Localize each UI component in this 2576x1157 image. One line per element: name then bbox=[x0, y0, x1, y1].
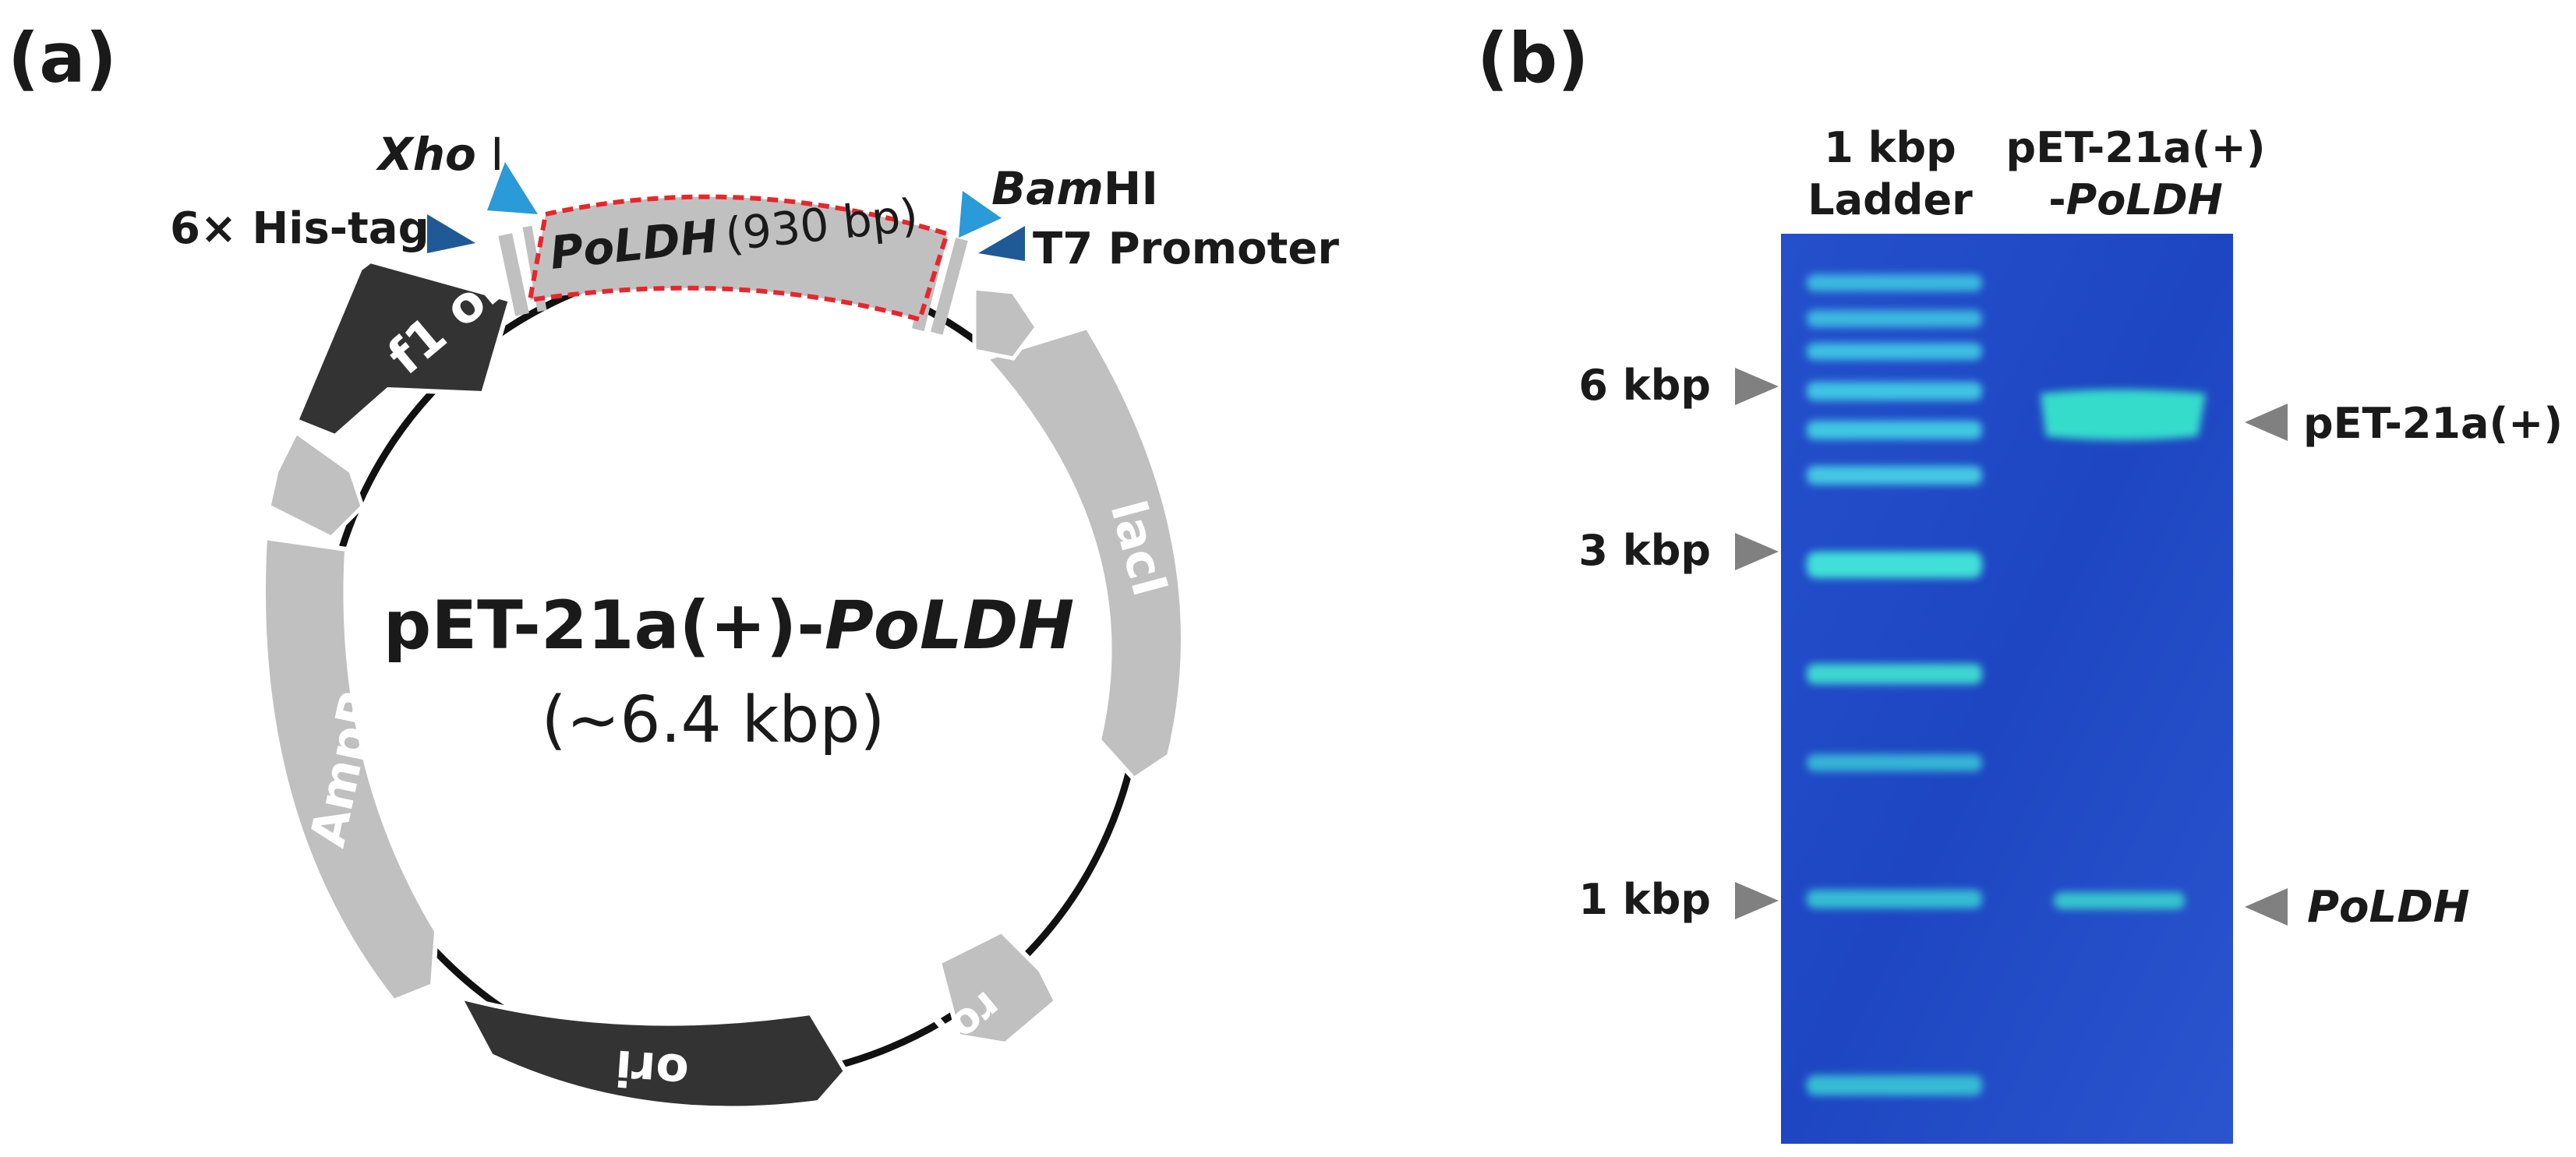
panel-b-label: (b) bbox=[1477, 18, 1588, 98]
vector-band-label: pET-21a(+) bbox=[2303, 399, 2563, 448]
ladder-band bbox=[1807, 421, 1982, 439]
lane1-header-line1: 1 kbp bbox=[1824, 123, 1956, 172]
lane2-header-prefix: - bbox=[2048, 175, 2065, 224]
plasmid-name-prefix: pET-21a(+)- bbox=[383, 587, 825, 665]
vector-band-arrow bbox=[2245, 404, 2288, 441]
ladder-band bbox=[1807, 343, 1982, 360]
marker-6kbp-label: 6 kbp bbox=[1578, 361, 1711, 410]
laci-feature: lacI bbox=[981, 324, 1186, 782]
his-tag-bar bbox=[498, 233, 529, 316]
lane2-header-line2: -PoLDH bbox=[2048, 175, 2223, 224]
t7-region-arrow-feature bbox=[972, 286, 1040, 361]
marker-1kbp-label: 1 kbp bbox=[1578, 875, 1711, 924]
his-tag-label: 6× His-tag bbox=[170, 203, 429, 254]
rop-feature: rop bbox=[918, 928, 1059, 1071]
plasmid-size: (~6.4 kbp) bbox=[542, 683, 885, 757]
ori-feature: ori bbox=[455, 993, 849, 1111]
poldh-insert: PoLDH(930 bp) bbox=[527, 189, 950, 323]
bamhi-bar-2 bbox=[930, 238, 968, 335]
lane1-header-line2: Ladder bbox=[1807, 175, 1973, 224]
ladder-band bbox=[1807, 890, 1982, 908]
lane2-header-italic: PoLDH bbox=[2066, 175, 2223, 224]
bamhi-label-italic: Bam bbox=[991, 162, 1104, 215]
panel-a-label: (a) bbox=[8, 18, 117, 98]
ladder-band bbox=[1807, 754, 1982, 771]
plasmid-name-insert: PoLDH bbox=[825, 587, 1074, 665]
ladder-band bbox=[1807, 664, 1982, 684]
xhoi-label-rest: I bbox=[476, 128, 504, 181]
gel-image bbox=[1781, 234, 2233, 1144]
insert-band-arrow bbox=[2245, 888, 2288, 926]
insert-band bbox=[2054, 892, 2185, 909]
marker-3kbp-arrow bbox=[1735, 533, 1779, 570]
t7-promoter-site-marker bbox=[978, 226, 1025, 261]
bamhi-site-marker bbox=[959, 191, 1002, 238]
ori-label: ori bbox=[613, 1039, 691, 1100]
insert-band-label: PoLDH bbox=[2307, 882, 2470, 933]
xhoi-label: Xho I bbox=[376, 128, 504, 181]
marker-3kbp-label: 3 kbp bbox=[1578, 526, 1711, 575]
plasmid-name: pET-21a(+)-PoLDH bbox=[383, 587, 1074, 665]
ladder-band bbox=[1807, 1075, 1982, 1095]
marker-6kbp-arrow bbox=[1735, 368, 1779, 405]
xhoi-label-italic: Xho bbox=[376, 128, 476, 181]
marker-1kbp-arrow bbox=[1735, 882, 1779, 919]
ladder-band bbox=[1807, 466, 1982, 485]
ladder-lane bbox=[1807, 274, 1982, 1095]
sample-lane bbox=[2041, 390, 2206, 909]
lane2-header-line1: pET-21a(+) bbox=[2005, 123, 2265, 172]
bamhi-label: BamHI bbox=[991, 162, 1158, 215]
vector-band bbox=[2041, 390, 2206, 440]
ladder-band bbox=[1807, 382, 1982, 400]
f1-ori-feature: f1 ori bbox=[293, 246, 529, 439]
t7-promoter-label: T7 Promoter bbox=[1033, 224, 1339, 274]
his-tag-site-marker bbox=[427, 214, 475, 253]
panel-b: (b) 1 kbp Ladder pET-21a(+) -PoLDH bbox=[1477, 18, 2563, 1144]
xhoi-site-marker bbox=[487, 162, 538, 214]
small-left-arrow-feature bbox=[267, 429, 365, 541]
bamhi-label-rest: HI bbox=[1104, 162, 1158, 215]
ladder-band bbox=[1807, 274, 1982, 291]
ladder-band bbox=[1807, 552, 1982, 578]
panel-a: (a) f1 ori AmpR ori rop lacI bbox=[8, 18, 1339, 1111]
ladder-band bbox=[1807, 310, 1982, 327]
